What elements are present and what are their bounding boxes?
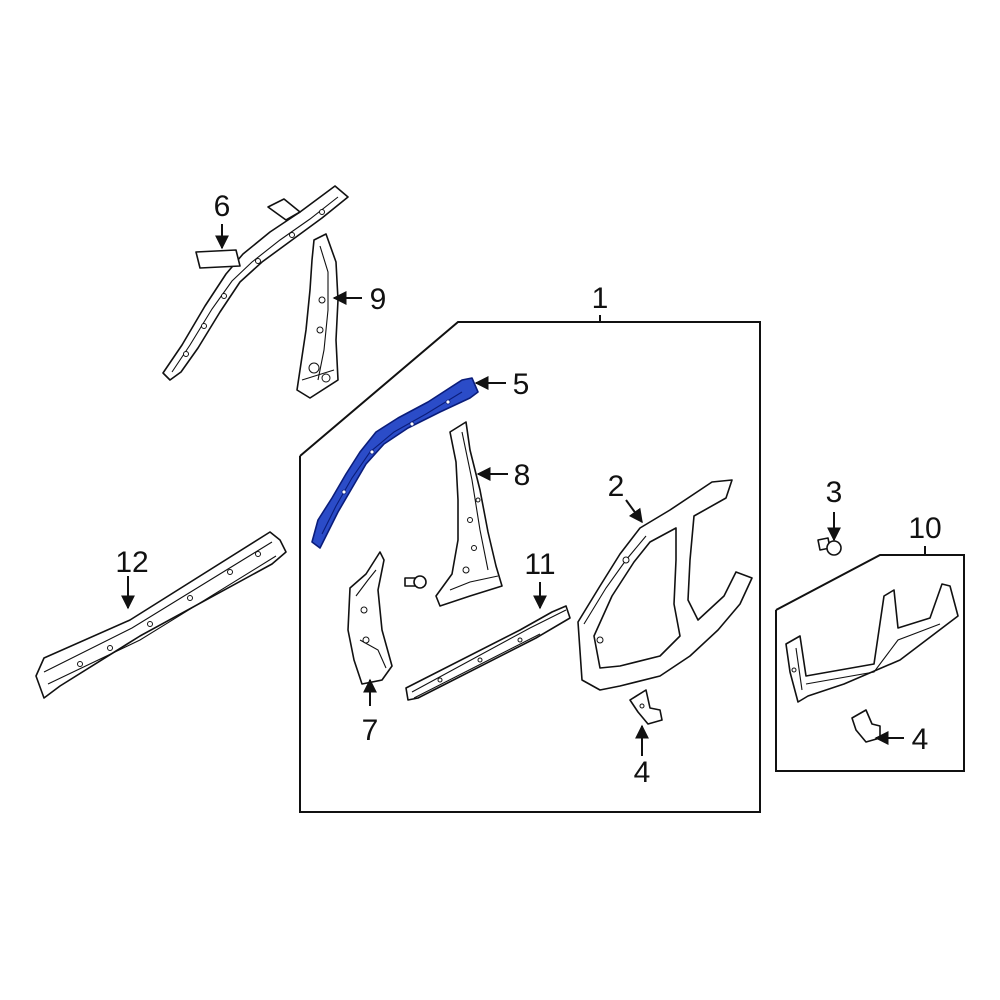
part-5-a-pillar-reinforcement[interactable] [311,377,479,549]
part-8-center-pillar-inner[interactable] [435,421,503,607]
part-11-rocker-reinforcement[interactable] [405,605,571,701]
group-box-10 [775,546,965,772]
leader-2 [625,499,643,524]
callout-10: 10 [908,512,941,545]
callout-5: 5 [513,368,530,401]
part-10-rocker-panel[interactable] [785,583,959,703]
part-9-center-pillar-reinforcement[interactable] [296,233,339,399]
callout-7: 7 [362,714,379,747]
callout-4-right: 4 [912,723,929,756]
part-6-roof-rail-reinforcement[interactable] [162,185,349,381]
part-2-body-side-outer[interactable] [577,479,753,691]
callout-labels: 1 2 3 4 4 5 6 7 8 9 10 11 12 [115,190,941,789]
leader-arrows [121,224,904,756]
part-4-clip-right[interactable] [851,709,881,743]
part-7-hinge-pillar[interactable] [347,551,393,685]
callout-1: 1 [592,282,609,315]
callout-2: 2 [608,470,625,503]
callout-6: 6 [214,190,231,223]
part-4-clip-left[interactable] [629,689,663,725]
callout-11: 11 [524,548,555,581]
callout-8: 8 [514,459,531,492]
callout-4-left: 4 [634,756,651,789]
part-12-inner-rocker[interactable] [35,531,287,699]
callout-12: 12 [115,546,148,579]
part-3-bolt[interactable] [817,537,842,556]
callout-3: 3 [826,476,843,509]
group-box-1 [299,315,761,813]
bolt-fastener[interactable] [404,575,427,589]
callout-9: 9 [370,283,387,316]
